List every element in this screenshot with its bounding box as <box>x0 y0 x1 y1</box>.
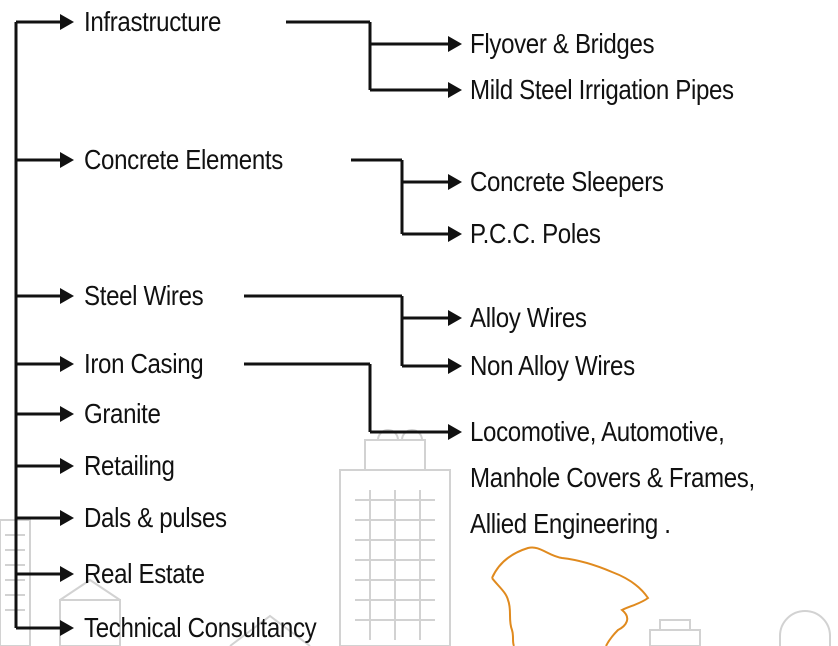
category-label: Iron Casing <box>84 348 204 379</box>
map-outline <box>491 546 650 646</box>
child-arrow-0-0-arrowhead-icon <box>448 36 462 52</box>
category-label: Steel Wires <box>84 280 204 311</box>
child-arrow-2-0-arrowhead-icon <box>448 310 462 326</box>
category-label: Concrete Elements <box>84 144 283 175</box>
category-label: Granite <box>84 398 161 429</box>
category-arrow-5-arrowhead-icon <box>60 458 74 474</box>
connector-lines <box>14 14 462 636</box>
category-arrow-7-arrowhead-icon <box>60 566 74 582</box>
child-arrow-1-0-arrowhead-icon <box>448 174 462 190</box>
category-arrow-2-arrowhead-icon <box>60 288 74 304</box>
category-arrow-1-arrowhead-icon <box>60 152 74 168</box>
subcategory-label: Non Alloy Wires <box>470 350 635 381</box>
category-label: Retailing <box>84 450 175 481</box>
category-arrow-6-arrowhead-icon <box>60 510 74 526</box>
subcategory-label: Alloy Wires <box>470 302 587 333</box>
city-skyline-background <box>0 429 831 646</box>
category-label: Dals & pulses <box>84 502 227 533</box>
category-label: Technical Consultancy <box>84 612 317 643</box>
category-label: Infrastructure <box>84 6 222 37</box>
category-arrow-3-arrowhead-icon <box>60 356 74 372</box>
child-arrow-2-1-arrowhead-icon <box>448 358 462 374</box>
child-arrow-0-1-arrowhead-icon <box>448 82 462 98</box>
category-arrow-8-arrowhead-icon <box>60 620 74 636</box>
category-arrow-0-arrowhead-icon <box>60 14 74 30</box>
category-arrow-4-arrowhead-icon <box>60 406 74 422</box>
category-label: Real Estate <box>84 558 205 589</box>
subcategory-label: Allied Engineering . <box>470 508 671 539</box>
subcategory-label: Locomotive, Automotive, <box>470 416 725 447</box>
subcategory-label: Mild Steel Irrigation Pipes <box>470 74 734 105</box>
subcategory-label: Concrete Sleepers <box>470 166 664 197</box>
child-arrow-1-1-arrowhead-icon <box>448 226 462 242</box>
subcategory-label: Flyover & Bridges <box>470 28 655 59</box>
subcategory-label: Manhole Covers & Frames, <box>470 462 755 493</box>
subcategory-label: P.C.C. Poles <box>470 218 601 249</box>
child-arrow-3-0-arrowhead-icon <box>448 424 462 440</box>
